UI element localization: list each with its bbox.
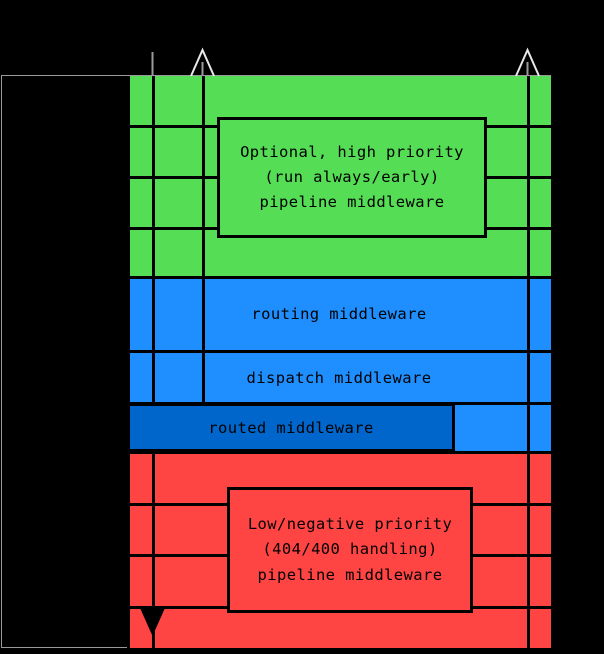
grid-vrule-left-edge	[127, 76, 130, 648]
grid-hrule-blue-red	[127, 451, 551, 454]
green-callout-line3: pipeline middleware	[259, 193, 445, 212]
green-callout-line2: (run always/early)	[264, 167, 440, 186]
red-callout-box: Low/negative priority (404/400 handling)…	[227, 487, 473, 613]
red-callout-line1: Low/negative priority	[247, 515, 453, 534]
response-up-arrow-right	[515, 47, 540, 77]
grid-hrule-b1	[127, 350, 551, 353]
grid-hrule-green-blue	[127, 276, 551, 279]
dispatch-middleware-label: dispatch middleware	[246, 369, 432, 387]
grid-vrule-inbound	[152, 76, 155, 648]
response-up-arrow-left	[190, 47, 215, 77]
routed-middleware-box: routed middleware	[127, 403, 455, 452]
grid-vrule-response-left	[202, 76, 205, 452]
left-spacer-column	[2, 76, 127, 647]
green-callout-box: Optional, high priority (run always/earl…	[217, 117, 487, 238]
red-callout-line3: pipeline middleware	[257, 565, 443, 584]
red-callout-line2: (404/400 handling)	[262, 540, 438, 559]
routing-middleware-label: routing middleware	[251, 305, 427, 323]
grid-vrule-response-right	[527, 76, 530, 648]
routed-middleware-label: routed middleware	[208, 418, 374, 437]
green-callout-line1: Optional, high priority	[240, 142, 464, 161]
